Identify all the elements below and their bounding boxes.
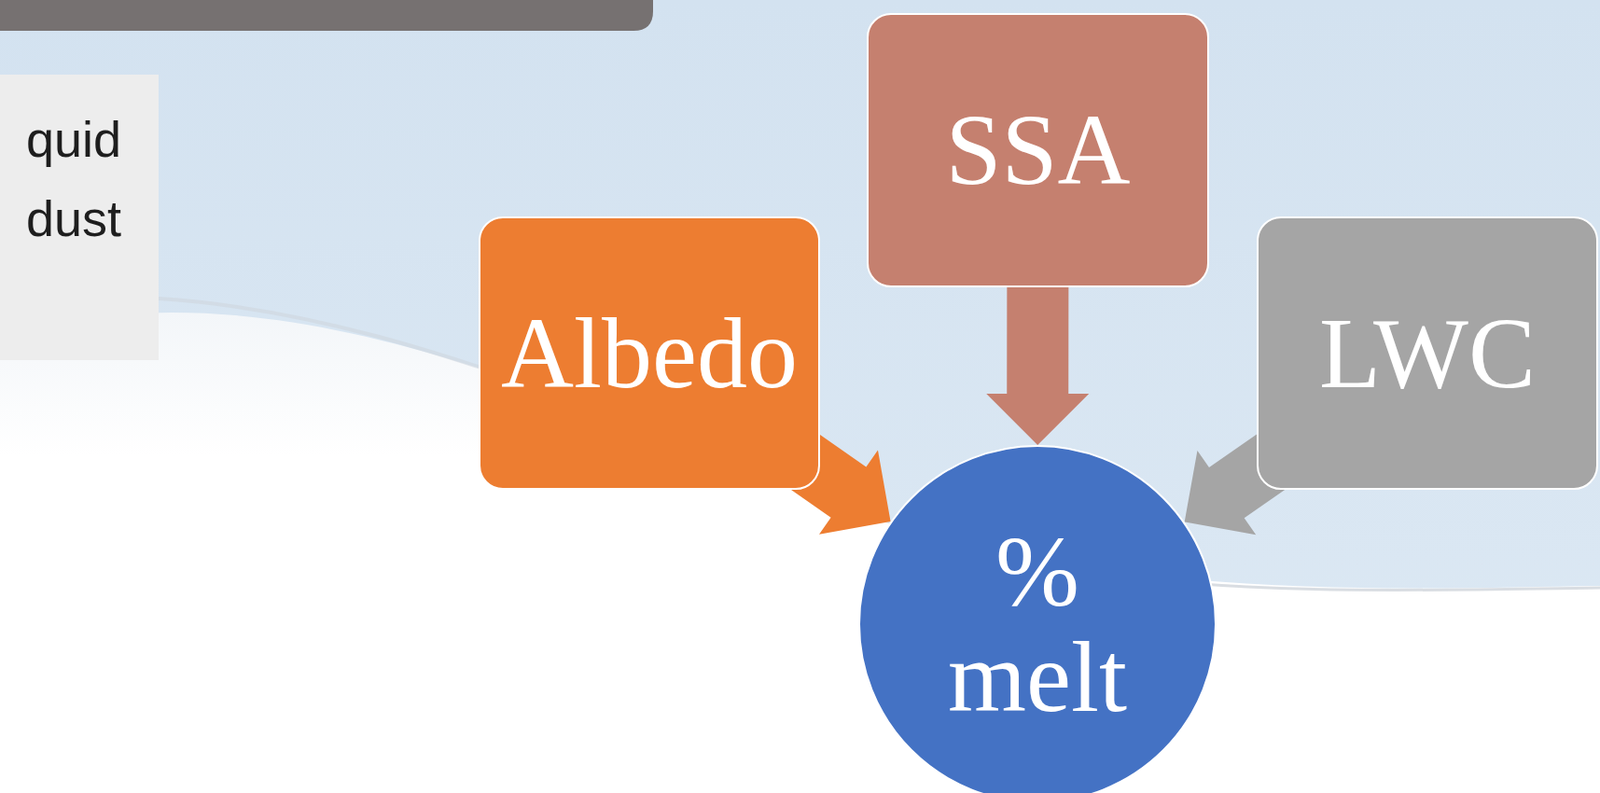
node-label: SSA — [945, 97, 1130, 203]
factor-box: Albedo — [478, 216, 821, 490]
node-label: LWC — [1319, 300, 1536, 406]
circle-fill — [859, 445, 1216, 793]
factor-box: LWC — [1256, 216, 1599, 490]
node-label: % melt — [925, 518, 1150, 731]
panel-text: quid — [26, 110, 122, 168]
text-panel — [0, 74, 159, 361]
title-bar — [0, 0, 654, 31]
node-label: Albedo — [500, 300, 798, 406]
result-circle: % melt — [858, 445, 1217, 793]
panel-text: dust — [26, 189, 122, 248]
factor-box: SSA — [866, 13, 1210, 288]
